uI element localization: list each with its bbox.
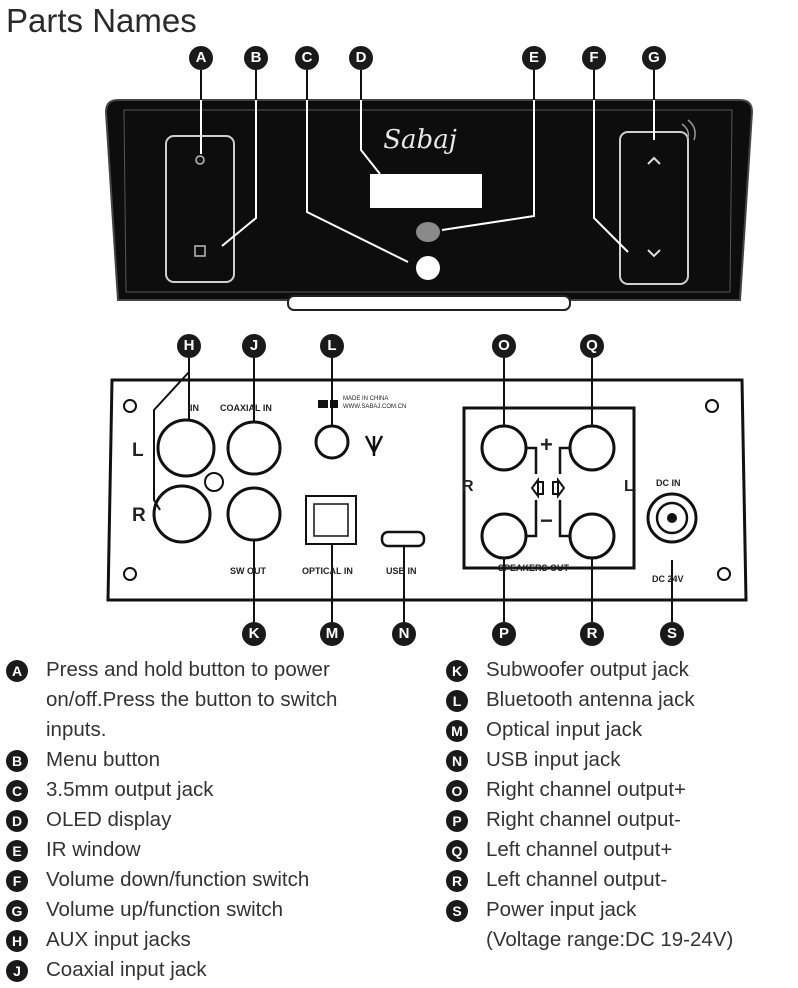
legend-key-badge: K <box>446 660 468 682</box>
legend-key-badge: H <box>6 930 28 952</box>
callout-p: P <box>492 622 516 646</box>
front-panel-diagram: Sabaj <box>104 70 754 311</box>
callout-h: H <box>177 334 201 358</box>
label-speaker-right: R <box>462 478 474 495</box>
legend-key-badge: B <box>6 750 28 772</box>
callout-s: S <box>660 622 684 646</box>
callout-o: O <box>492 334 516 358</box>
page-title: Parts Names <box>6 2 197 39</box>
legend-text: Right channel output- <box>486 808 681 831</box>
label-aux-right: R <box>132 505 146 526</box>
legend-text: IR window <box>46 838 141 861</box>
legend-text: Subwoofer output jack <box>486 658 689 681</box>
callout-b: B <box>244 46 268 70</box>
legend-text: Left channel output- <box>486 868 668 891</box>
label-plus: + <box>540 432 553 457</box>
label-coaxial-in: COAXIAL IN <box>220 403 272 413</box>
legend-text: Coaxial input jack <box>46 958 207 981</box>
brand-logo: Sabaj <box>383 125 457 155</box>
callout-a: A <box>189 46 213 70</box>
label-made-in: MADE IN CHINA <box>343 396 389 402</box>
label-minus: − <box>540 508 553 533</box>
legend-key-badge: Q <box>446 840 468 862</box>
legend-key-badge: P <box>446 810 468 832</box>
label-sw-out: SW OUT <box>230 566 266 576</box>
label-dc-volt: DC 24V <box>652 574 684 584</box>
label-usb-in: USB IN <box>386 566 417 576</box>
legend-text: Bluetooth antenna jack <box>486 688 695 711</box>
legend-key-badge: J <box>6 960 28 982</box>
legend-text: Volume down/function switch <box>46 868 310 891</box>
legend-key-badge: F <box>6 870 28 892</box>
legend-key-badge: R <box>446 870 468 892</box>
legend-text: (Voltage range:DC 19-24V) <box>486 928 734 951</box>
callout-m: M <box>320 622 344 646</box>
legend-text: USB input jack <box>486 748 621 771</box>
legend-text: Menu button <box>46 748 160 771</box>
legend-text: inputs. <box>46 718 107 741</box>
label-speakers-out: SPEAKERS OUT <box>498 563 570 573</box>
legend-text: Right channel output+ <box>486 778 687 801</box>
callout-e: E <box>522 46 546 70</box>
legend-key-badge: D <box>6 810 28 832</box>
callout-d: D <box>349 46 373 70</box>
legend-key-badge: A <box>6 660 28 682</box>
callout-j: J <box>242 334 266 358</box>
legend-text: Left channel output+ <box>486 838 673 861</box>
legend-key-badge: S <box>446 900 468 922</box>
legend-text: AUX input jacks <box>46 928 191 951</box>
legend-text: Power input jack <box>486 898 637 921</box>
legend-key-badge: M <box>446 720 468 742</box>
label-speaker-left: L <box>624 478 634 495</box>
legend-left: A Press and hold button to power on/off.Pr… <box>6 658 426 988</box>
legend-key-badge: E <box>6 840 28 862</box>
callout-g: G <box>642 46 666 70</box>
legend-key-badge: N <box>446 750 468 772</box>
legend-key-badge: O <box>446 780 468 802</box>
legend-key-badge: L <box>446 690 468 712</box>
label-aux-left: L <box>132 440 144 461</box>
legend-text: OLED display <box>46 808 172 831</box>
legend-text: on/off.Press the button to switch <box>46 688 338 711</box>
callout-f: F <box>582 46 606 70</box>
callout-l: L <box>320 334 344 358</box>
label-aux-in: IN <box>190 403 199 413</box>
legend-text: Optical input jack <box>486 718 643 741</box>
callout-c: C <box>295 46 319 70</box>
legend-key-badge: C <box>6 780 28 802</box>
legend-text: Volume up/function switch <box>46 898 284 921</box>
legend-text: Press and hold button to power <box>46 658 330 681</box>
label-website: WWW.SABAJ.COM.CN <box>343 404 407 410</box>
label-optical-in: OPTICAL IN <box>302 566 353 576</box>
label-dc-in: DC IN <box>656 478 681 488</box>
legend-text: 3.5mm output jack <box>46 778 214 801</box>
callout-k: K <box>242 622 266 646</box>
callout-r: R <box>580 622 604 646</box>
callout-n: N <box>392 622 416 646</box>
callout-q: Q <box>580 334 604 358</box>
legend-key-badge: G <box>6 900 28 922</box>
